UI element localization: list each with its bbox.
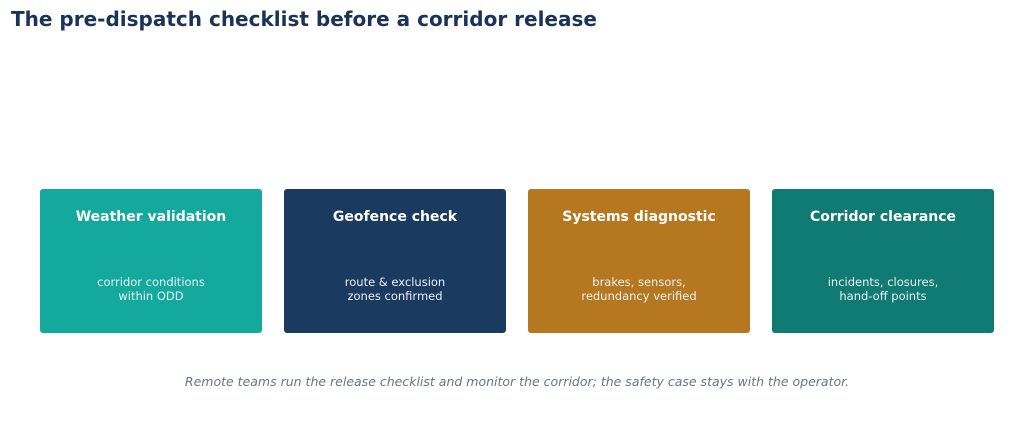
step-description: corridor conditions within ODD bbox=[48, 275, 254, 303]
step-description-line: brakes, sensors, bbox=[592, 275, 686, 289]
step-title: Corridor clearance bbox=[809, 209, 957, 225]
step-title: Systems diagnostic bbox=[562, 209, 716, 225]
footnote: Remote teams run the release checklist a… bbox=[184, 374, 850, 389]
step-card-corridor-clearance: Corridor clearance incidents, closures, … bbox=[772, 189, 994, 333]
step-description: route & exclusion zones confirmed bbox=[292, 275, 498, 303]
step-title: Weather validation bbox=[75, 209, 227, 225]
step-title: Geofence check bbox=[332, 209, 458, 225]
step-description: brakes, sensors, redundancy verified bbox=[536, 275, 742, 303]
step-description-line: zones confirmed bbox=[347, 289, 443, 303]
step-card-geofence-check: Geofence check route & exclusion zones c… bbox=[284, 189, 506, 333]
step-card-systems-diagnostic: Systems diagnostic brakes, sensors, redu… bbox=[528, 189, 750, 333]
diagram-title: The pre-dispatch checklist before a corr… bbox=[11, 7, 597, 31]
step-description-line: route & exclusion bbox=[344, 275, 446, 289]
step-description-line: hand-off points bbox=[839, 289, 927, 303]
step-description-line: within ODD bbox=[118, 289, 184, 303]
step-description-line: redundancy verified bbox=[581, 289, 697, 303]
step-description-line: corridor conditions bbox=[97, 275, 205, 289]
step-description-line: incidents, closures, bbox=[827, 275, 939, 289]
step-card-weather-validation: Weather validation corridor conditions w… bbox=[40, 189, 262, 333]
step-description: incidents, closures, hand-off points bbox=[780, 275, 986, 303]
